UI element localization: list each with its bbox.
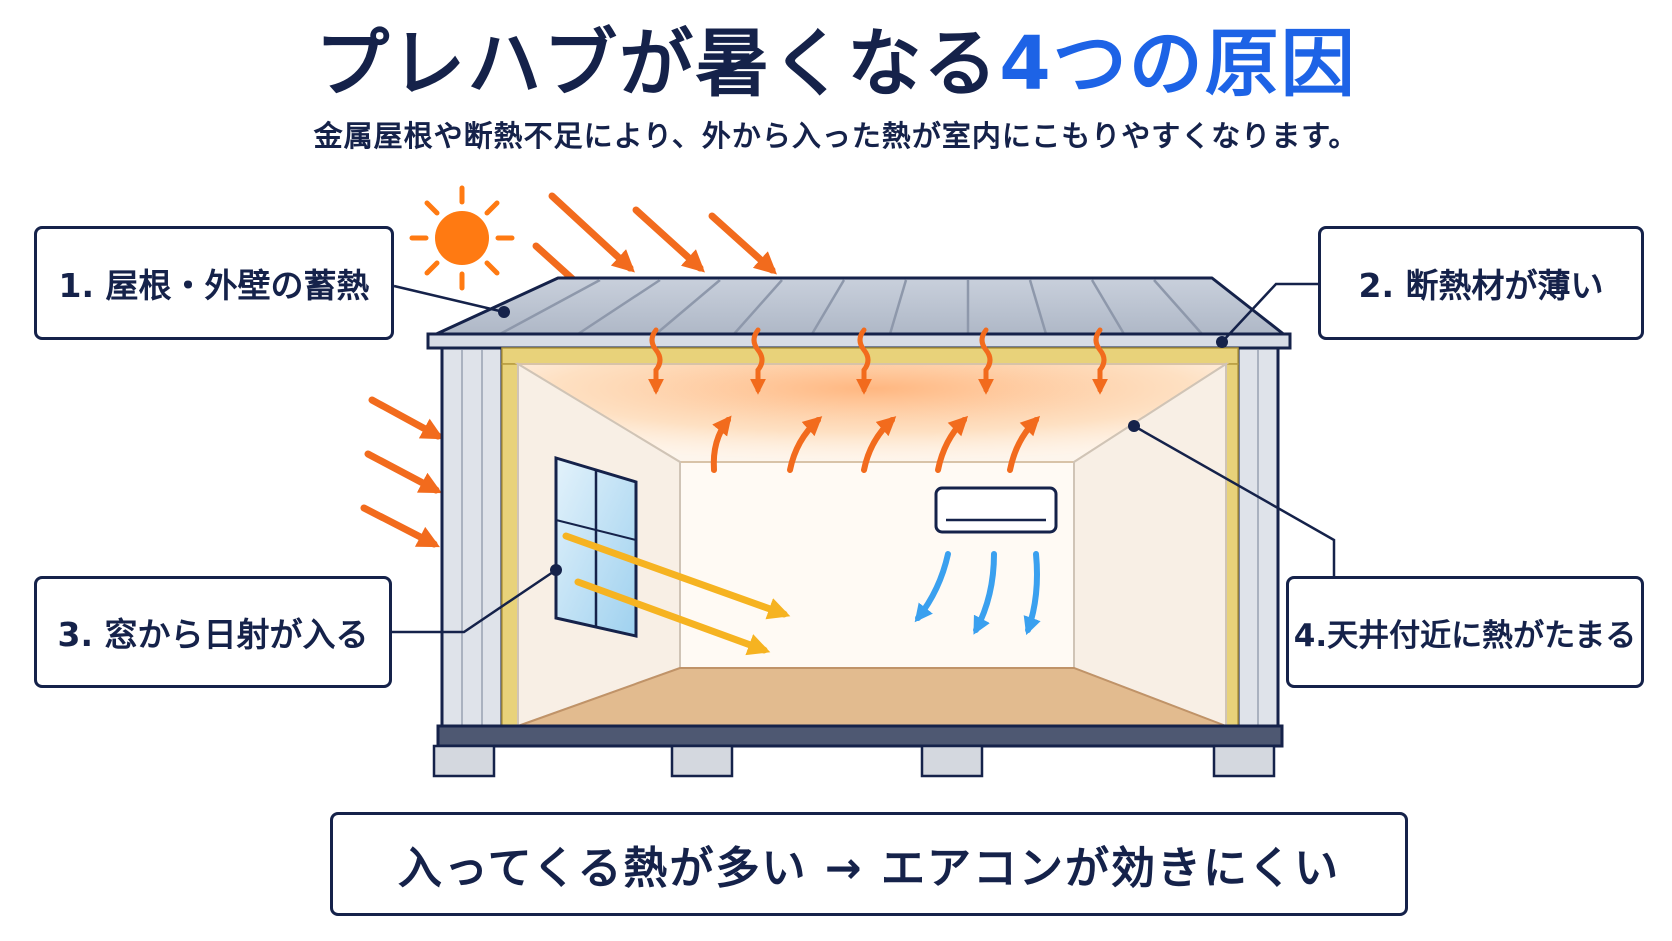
title-accent: 4つの原因: [999, 21, 1357, 107]
heat-arrow-icon: [368, 396, 444, 440]
cool-air-arrow-icon: [914, 551, 951, 623]
label-window-sunlight: 3. 窓から日射が入る: [34, 576, 392, 688]
heat-arrow-icon: [787, 416, 823, 473]
heat-arrow-icon: [632, 206, 705, 273]
heat-arrow-icon: [935, 415, 969, 473]
sunlight-ray-icon: [562, 532, 791, 620]
heat-arrow-icon: [360, 504, 440, 548]
heat-arrow-icon: [364, 450, 442, 494]
sunlight-ray-icon: [574, 578, 771, 656]
sunlight-rays: [562, 532, 791, 656]
callout-line-4: [1133, 424, 1336, 576]
conclusion-box: 入ってくる熱が多い → エアコンが効きにくい: [330, 812, 1408, 916]
cool-air-arrows: [914, 551, 1041, 636]
callout-line-2: [1221, 282, 1318, 343]
callout-dots: [498, 306, 1228, 576]
title-main: プレハブが暑くなる: [315, 21, 1000, 107]
label-text: 2. 断熱材が薄い: [1358, 266, 1604, 305]
wall-heat-arrows: [360, 396, 444, 548]
callout-line-1: [393, 284, 505, 314]
heat-arrow-icon: [1007, 415, 1041, 473]
ceiling-heat-down-arrows: [647, 327, 1109, 395]
air-conditioner-icon: [934, 486, 1058, 534]
rising-heat-arrows: [710, 415, 1041, 473]
label-ceiling-heat: 4.天井付近に熱がたまる: [1286, 576, 1644, 688]
heat-arrow-icon: [855, 327, 873, 395]
callout-line-3: [392, 568, 557, 634]
heat-arrow-icon: [710, 415, 732, 473]
sun-icon: [409, 185, 515, 291]
heat-arrow-icon: [977, 327, 995, 395]
callout-lines: [392, 282, 1336, 634]
label-text: 4.天井付近に熱がたまる: [1293, 617, 1637, 654]
label-text: 3. 窓から日射が入る: [57, 615, 369, 654]
cool-air-arrow-icon: [1023, 551, 1041, 636]
heat-arrow-icon: [861, 416, 897, 473]
heat-arrow-icon: [749, 327, 767, 395]
heat-arrow-icon: [708, 212, 777, 275]
conclusion-text: 入ってくる熱が多い → エアコンが効きにくい: [397, 843, 1341, 894]
heat-arrow-icon: [1091, 327, 1109, 395]
heat-arrow-icon: [548, 192, 635, 273]
metal-roof: [426, 276, 1292, 350]
label-text: 1. 屋根・外壁の蓄熱: [58, 266, 370, 305]
label-thin-insulation: 2. 断熱材が薄い: [1318, 226, 1644, 340]
page-subtitle: 金属屋根や断熱不足により、外から入った熱が室内にこもりやすくなります。: [313, 119, 1359, 153]
label-roof-wall-heat: 1. 屋根・外壁の蓄熱: [34, 226, 394, 340]
page-title: プレハブが暑くなる4つの原因: [0, 14, 1672, 114]
cool-air-arrow-icon: [973, 551, 997, 635]
heat-arrow-icon: [647, 327, 665, 395]
